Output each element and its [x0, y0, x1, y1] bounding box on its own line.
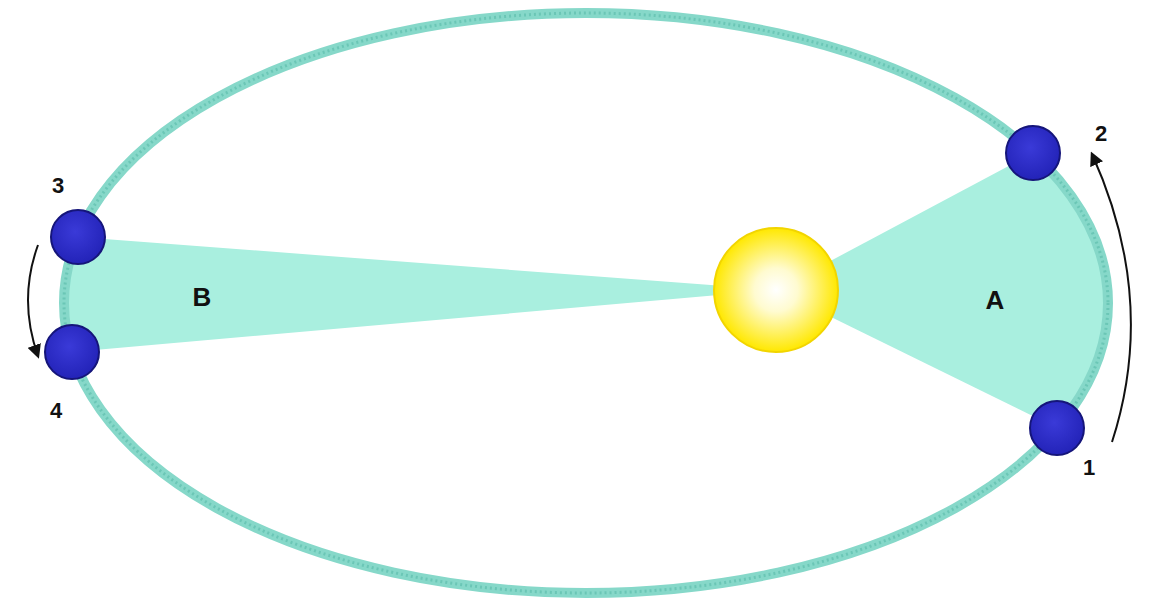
planet: [1030, 401, 1084, 455]
area-label: B: [193, 284, 212, 310]
planet: [51, 210, 105, 264]
orbit-path: [64, 13, 1108, 593]
orbit-texture: [64, 13, 1108, 593]
planet: [45, 325, 99, 379]
motion-arrow: [28, 245, 38, 356]
callout-number: 4: [50, 400, 62, 422]
sun: [714, 228, 838, 352]
callout-number: 3: [52, 175, 64, 197]
planet: [1006, 126, 1060, 180]
callout-number: 1: [1083, 457, 1095, 479]
callout-number: 2: [1095, 123, 1107, 145]
area-label: A: [986, 287, 1005, 313]
swept-area: [64, 237, 776, 352]
motion-arrow: [1092, 154, 1131, 442]
